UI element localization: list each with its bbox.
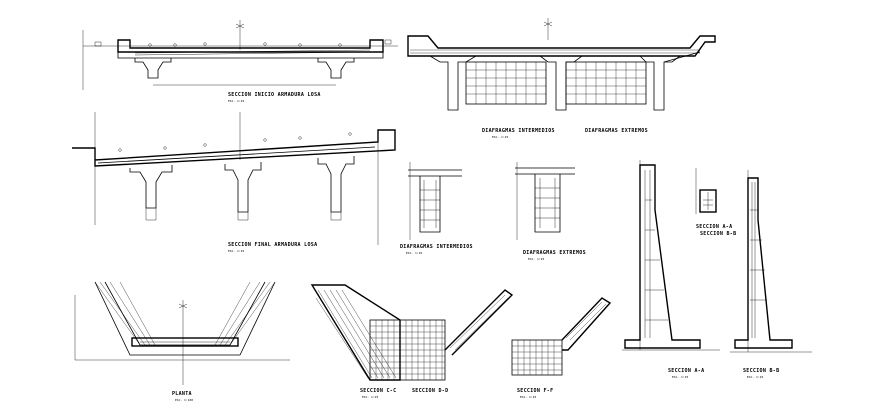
seccion-inicio-title: SECCION INICIO ARMADURA LOSA <box>228 92 321 98</box>
planta-drawing: PLANTA ESC. 1:100 <box>74 281 290 402</box>
seccion-final-scale: ESC. 1:25 <box>228 249 244 253</box>
seccion-bb2-title: SECCION B-B <box>743 368 779 374</box>
diafragmas-extremos-title: DIAFRAGMAS EXTREMOS <box>585 128 648 134</box>
seccion-dd-title: SECCION D-D <box>412 388 448 394</box>
seccion-cc-scale: ESC. 1:25 <box>362 395 378 399</box>
seccion-final-title: SECCION FINAL ARMADURA LOSA <box>228 242 317 248</box>
diafragmas-main-drawing: DIAFRAGMAS INTERMEDIOS DIAFRAGMAS EXTREM… <box>407 18 716 139</box>
seccion-cc-dd-drawing: SECCION C-C ESC. 1:25 SECCION D-D <box>310 284 514 399</box>
seccion-inicio-scale: ESC. 1:25 <box>228 99 244 103</box>
diafragma-extremo-drawing: DIAFRAGMAS EXTREMOS ESC. 1:25 <box>515 162 586 261</box>
diafragmas-intermedios-title: DIAFRAGMAS INTERMEDIOS <box>482 128 555 134</box>
diafragma-extremo-scale: ESC. 1:25 <box>528 257 544 261</box>
cc-mesh <box>370 320 445 380</box>
diafragmas-main-scale: ESC. 1:25 <box>492 135 508 139</box>
planta-scale: ESC. 1:100 <box>175 398 193 402</box>
diafragma-intermedio-scale: ESC. 1:25 <box>406 251 422 255</box>
seccion-inicio-drawing: SECCION INICIO ARMADURA LOSA ESC. 1:25 <box>82 20 398 103</box>
seccion-bb-title: SECCION B-B <box>700 231 736 237</box>
planta-title: PLANTA <box>172 391 192 397</box>
seccion-aa2-scale: ESC. 1:25 <box>672 375 688 379</box>
seccion-cc-title: SECCION C-C <box>360 388 396 394</box>
diafragma-intermedio-drawing: DIAFRAGMAS INTERMEDIOS ESC. 1:25 <box>400 162 473 255</box>
seccion-final-drawing: SECCION FINAL ARMADURA LOSA ESC. 1:25 <box>72 112 396 253</box>
seccion-aa2-title: SECCION A-A <box>668 368 704 374</box>
diafragma-intermedio-title: DIAFRAGMAS INTERMEDIOS <box>400 244 473 250</box>
diafragma-extremo-title: DIAFRAGMAS EXTREMOS <box>523 250 586 256</box>
seccion-bb2-scale: ESC. 1:25 <box>747 375 763 379</box>
seccion-aa2-drawing: SECCION A-A ESC. 1:25 <box>622 160 720 379</box>
seccion-ff-scale: ESC. 1:25 <box>520 395 536 399</box>
stirrup-detail: SECCION A-A <box>695 168 732 230</box>
diafragma-grid <box>410 49 700 104</box>
seccion-bb2-drawing: SECCION B-B ESC. 1:25 <box>730 170 812 379</box>
seccion-ff-drawing: SECCION F-F ESC. 1:25 <box>511 297 612 399</box>
seccion-aa-title: SECCION A-A <box>696 224 732 230</box>
seccion-ff-title: SECCION F-F <box>517 388 553 394</box>
